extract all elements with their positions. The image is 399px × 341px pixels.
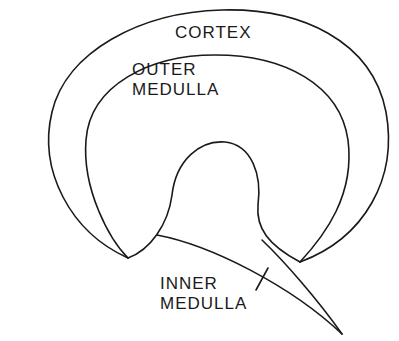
region-label: CORTEX — [175, 23, 252, 43]
region-label: INNER MEDULLA — [160, 274, 247, 314]
cortex-outer-edge — [49, 10, 389, 262]
papilla-lower-edge — [157, 235, 342, 334]
cortex-inner-edge — [86, 55, 349, 262]
region-label: OUTER MEDULLA — [132, 60, 219, 100]
papilla-upper-edge — [262, 240, 342, 334]
inner-medulla-edge — [128, 142, 300, 262]
leader-line — [256, 268, 268, 290]
